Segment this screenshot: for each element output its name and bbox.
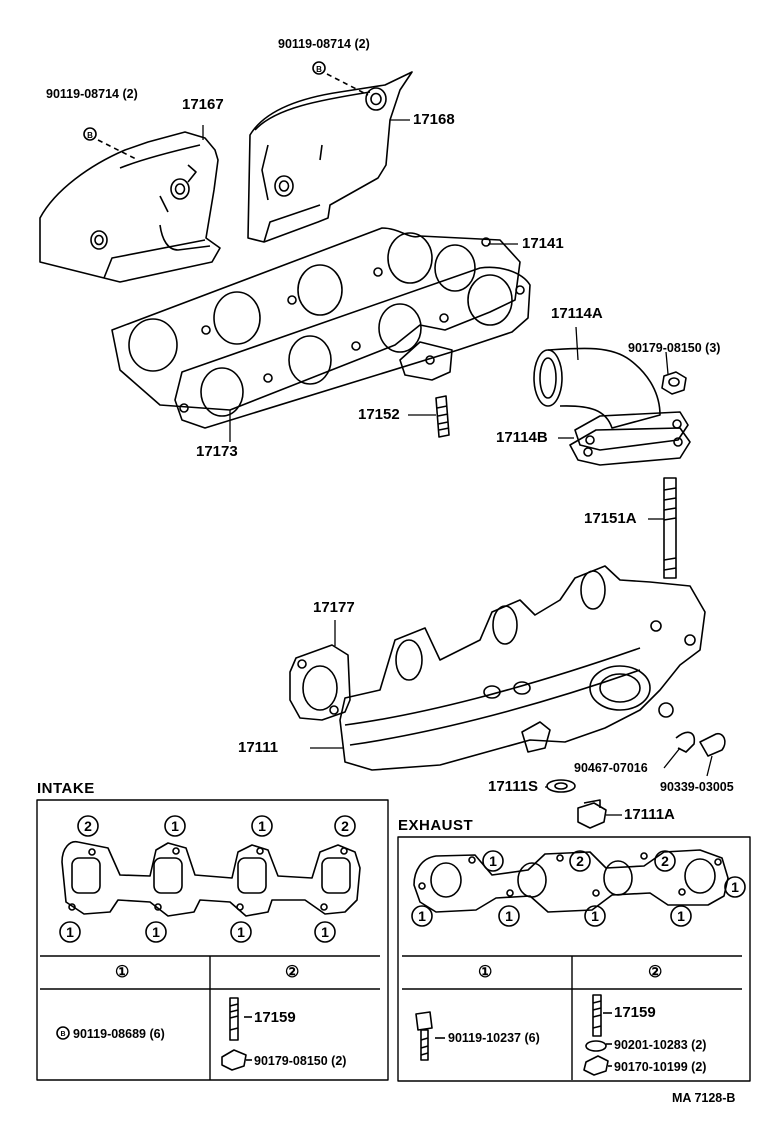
intake-marker-1b: 1 bbox=[258, 818, 266, 834]
gasket-17114B bbox=[569, 427, 691, 466]
clip-90467-07016 bbox=[675, 731, 696, 753]
drain-plug-17111A bbox=[577, 799, 607, 829]
intake-stud-label: 17159 bbox=[254, 1009, 296, 1026]
heat-insulator-17168 bbox=[247, 71, 413, 243]
label-17167: 17167 bbox=[182, 96, 224, 113]
gasket-17141 bbox=[111, 227, 521, 411]
intake-marker-1f: 1 bbox=[321, 924, 329, 940]
intake-marker-1e: 1 bbox=[237, 924, 245, 940]
exhaust-bolt-label: 90119-10237 (6) bbox=[448, 1031, 540, 1045]
label-90339-03005: 90339-03005 bbox=[660, 780, 734, 794]
intake-marker-1a: 1 bbox=[171, 818, 179, 834]
label-17173: 17173 bbox=[196, 443, 238, 460]
plug-90339-03005 bbox=[699, 732, 726, 757]
intake-marker-2b: 2 bbox=[341, 818, 349, 834]
exhaust-manifold-17111 bbox=[339, 565, 706, 771]
exhaust-marker-1a: 1 bbox=[489, 853, 497, 869]
intake-marker-b: B bbox=[60, 1031, 65, 1038]
intake-marker-2a: 2 bbox=[84, 818, 92, 834]
washer-17111S bbox=[546, 779, 576, 793]
label-17152: 17152 bbox=[358, 406, 400, 423]
label-17111S: 17111S bbox=[488, 778, 539, 795]
stud-17152 bbox=[435, 395, 450, 438]
intake-box bbox=[36, 799, 389, 1081]
heat-insulator-17167 bbox=[39, 131, 221, 283]
intake-title: INTAKE bbox=[37, 780, 95, 797]
leader-lines bbox=[202, 119, 713, 816]
exhaust-marker-1b: 1 bbox=[731, 879, 739, 895]
marker-b-left: B bbox=[87, 131, 93, 140]
bolt-b-left bbox=[83, 127, 97, 141]
marker-b-top: B bbox=[316, 65, 322, 74]
exhaust-nut-label: 90170-10199 (2) bbox=[614, 1060, 707, 1074]
exhaust-marker-1e: 1 bbox=[591, 908, 599, 924]
figure-code: MA 7128-B bbox=[672, 1091, 736, 1105]
elbow-17114A bbox=[533, 347, 689, 451]
label-90179-08150: 90179-08150 (3) bbox=[628, 341, 721, 355]
label-17114A: 17114A bbox=[551, 305, 603, 322]
nut-90179-08150 bbox=[661, 371, 687, 395]
intake-marker-1d: 1 bbox=[152, 924, 160, 940]
exhaust-marker-1f: 1 bbox=[677, 908, 685, 924]
intake-marker-1c: 1 bbox=[66, 924, 74, 940]
exhaust-stud-label: 17159 bbox=[614, 1004, 656, 1021]
label-17168: 17168 bbox=[413, 111, 455, 128]
exhaust-marker-1c: 1 bbox=[418, 908, 426, 924]
exhaust-col1-header: ① bbox=[478, 964, 493, 981]
exhaust-marker-1d: 1 bbox=[505, 908, 513, 924]
gasket-17177 bbox=[289, 644, 351, 721]
label-90119-08714-left: 90119-08714 (2) bbox=[46, 87, 138, 101]
exhaust-washer-label: 90201-10283 (2) bbox=[614, 1038, 707, 1052]
bolt-b-top bbox=[312, 61, 326, 75]
label-17177: 17177 bbox=[313, 599, 355, 616]
exhaust-marker-2b: 2 bbox=[661, 853, 669, 869]
label-17151A: 17151A bbox=[584, 510, 637, 527]
exhaust-title: EXHAUST bbox=[398, 817, 474, 834]
label-17111: 17111 bbox=[238, 739, 279, 756]
label-90119-08714-top: 90119-08714 (2) bbox=[278, 37, 370, 51]
label-17111A: 17111A bbox=[624, 806, 675, 823]
gasket-17173 bbox=[174, 266, 531, 429]
stud-17151A bbox=[663, 477, 677, 579]
label-17114B: 17114B bbox=[496, 429, 548, 446]
exhaust-col2-header: ② bbox=[648, 964, 663, 981]
intake-bolt-label: 90119-08689 (6) bbox=[73, 1027, 165, 1041]
label-17141: 17141 bbox=[522, 235, 564, 252]
exhaust-box bbox=[397, 836, 751, 1082]
intake-col1-header: ① bbox=[115, 964, 130, 981]
exhaust-marker-2a: 2 bbox=[576, 853, 584, 869]
intake-nut-label: 90179-08150 (2) bbox=[254, 1054, 347, 1068]
intake-col2-header: ② bbox=[285, 964, 300, 981]
label-90467-07016: 90467-07016 bbox=[574, 761, 648, 775]
